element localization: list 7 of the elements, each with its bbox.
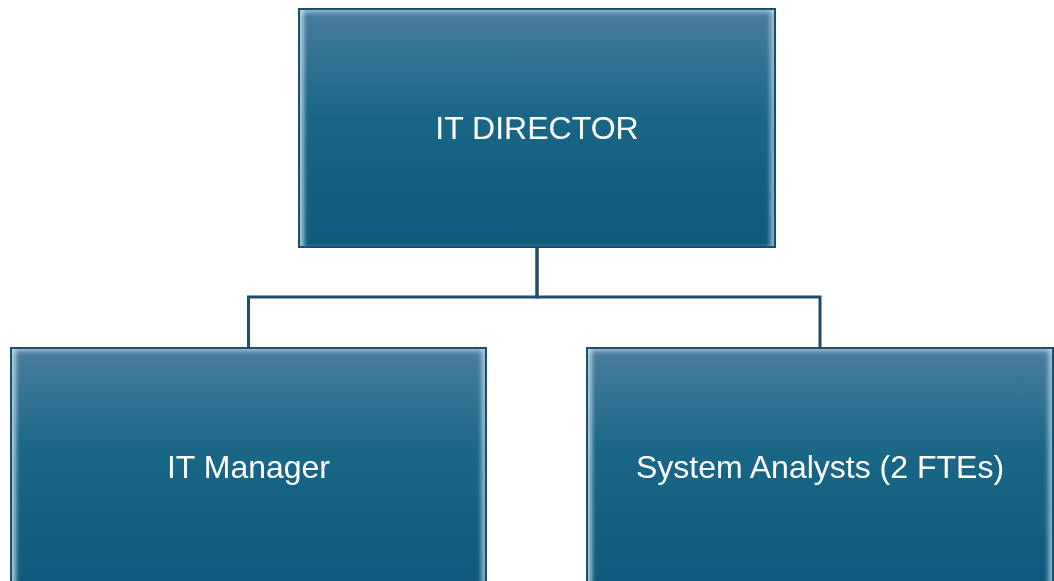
connector-line: [535, 248, 822, 347]
position-title: IT Manager: [165, 448, 331, 486]
position-title: System Analysts (2 FTEs): [634, 448, 1006, 486]
position-box: [298, 8, 776, 248]
position-box: [586, 347, 1054, 581]
position-box: [10, 347, 487, 581]
position-title: IT DIRECTOR: [434, 109, 640, 147]
